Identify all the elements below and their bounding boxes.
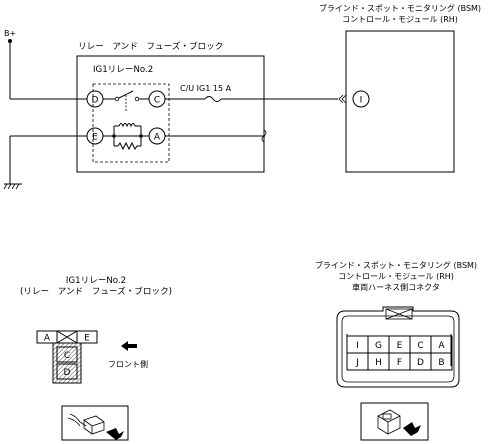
fuse-label: C/U IG1 15 A (180, 84, 232, 93)
module-pin-I: I (356, 341, 359, 351)
wire-break-symbol (261, 129, 267, 143)
relay-pin-a: A (148, 127, 166, 145)
module-pin-H: H (375, 358, 382, 368)
module-pin-row-top: I G E C A (346, 335, 453, 354)
svg-text:A: A (44, 334, 51, 344)
module-label-line2: コントロール・モジュール (RH) (342, 15, 458, 24)
front-arrow-icon (121, 341, 137, 351)
relay-socket-c (56, 346, 78, 363)
svg-text:D: D (64, 368, 71, 378)
supply-label: B+ (4, 29, 16, 38)
fuse-block-label: リレー アンド フューズ・ブロック (78, 40, 223, 52)
relay-pin-e: E (86, 127, 104, 145)
svg-text:I: I (360, 96, 363, 106)
svg-text:C: C (64, 351, 70, 361)
svg-text:C: C (154, 96, 160, 106)
relay-plug-illustration (61, 405, 129, 441)
module-pin-G: G (375, 341, 382, 351)
module-pin-row-bottom: J H F D B (346, 352, 453, 371)
svg-text:E: E (92, 133, 98, 143)
module-connector-inner (341, 315, 455, 383)
module-pin-D: D (417, 358, 424, 368)
relay-switch (103, 90, 149, 112)
module-pin-B: B (438, 358, 444, 368)
connector-chevron-2 (341, 94, 347, 104)
front-label: フロント側 (108, 359, 148, 369)
module-view-title-3: 車両ハーネス側コネクタ (352, 282, 440, 292)
module-plug-illustration (360, 402, 429, 441)
module-pin-i: I (352, 90, 370, 108)
svg-text:E: E (84, 334, 90, 344)
module-pin-A: A (438, 341, 445, 351)
module-connector-latch (385, 308, 413, 320)
module-view-title-2: コントロール・モジュール (RH) (338, 272, 454, 281)
module-pin-E: E (397, 341, 403, 351)
module-pin-F: F (397, 358, 402, 368)
relay-socket-e (76, 330, 98, 344)
relay-view-title-1: IG1リレーNo.2 (66, 276, 126, 286)
module-pin-J: J (355, 358, 359, 368)
relay-pin-d: D (86, 90, 104, 108)
module-view-title-1: ブラインド・スポット・モニタリング (BSM) (315, 260, 477, 270)
svg-text:D: D (92, 96, 99, 106)
relay-socket-d (56, 363, 78, 380)
connector-chevron-1 (338, 94, 344, 104)
fuse-symbol (204, 96, 222, 102)
relay-view-title-2: (リレー アンド フューズ・ブロック) (20, 285, 172, 297)
module-connector-housing (336, 306, 460, 388)
ground-icon (3, 183, 22, 190)
svg-text:A: A (154, 133, 161, 143)
relay-connector-view: IG1リレーNo.2 (リレー アンド フューズ・ブロック) A E C D フ… (20, 276, 172, 441)
relay-box (92, 83, 170, 163)
relay-coil (103, 123, 149, 151)
module-box (345, 30, 455, 173)
module-connector-view: ブラインド・スポット・モニタリング (BSM) コントロール・モジュール (RH… (315, 260, 477, 441)
module-pin-C: C (417, 341, 423, 351)
module-label-line1: ブラインド・スポット・モニタリング (BSM) (319, 3, 481, 13)
relay-pin-c: C (148, 90, 166, 108)
relay-label: IG1リレーNo.2 (93, 65, 153, 75)
relay-socket-hatch (52, 342, 82, 384)
fuse-block-box (76, 55, 265, 173)
schematic: B+ リレー アンド フューズ・ブロック IG1リレーNo.2 D C E A (3, 3, 481, 190)
